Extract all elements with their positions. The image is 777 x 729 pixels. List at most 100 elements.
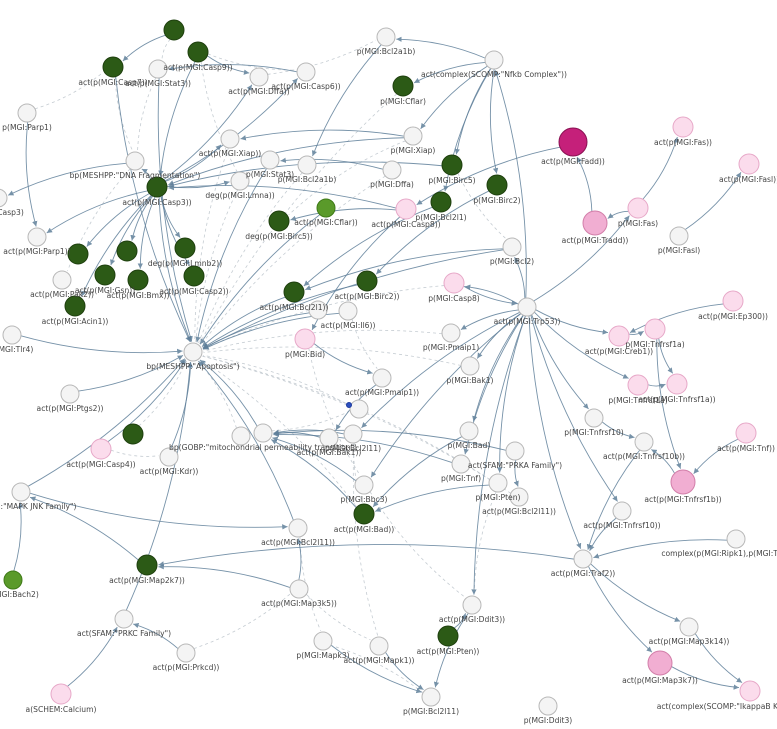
graph-node-il6[interactable] [338,301,358,321]
graph-node-nfkb[interactable] [484,50,504,70]
solid-edge-59[interactable] [587,566,653,653]
solid-edge-90[interactable] [25,121,38,227]
solid-edge-24[interactable] [416,146,561,206]
solid-edge-42[interactable] [496,315,526,473]
solid-edge-45[interactable] [471,315,526,595]
solid-edge-106[interactable] [122,34,166,62]
graph-node-traf2[interactable] [573,549,593,569]
dashed-edge-19[interactable] [200,358,358,508]
solid-edge-26[interactable] [642,136,679,200]
solid-edge-4[interactable] [110,195,153,266]
graph-node-bcl2l1b[interactable] [283,281,305,303]
solid-edge-7[interactable] [160,195,181,238]
solid-edge-5[interactable] [130,195,154,241]
solid-edge-111[interactable] [494,70,527,299]
dashed-edge-16[interactable] [138,360,188,427]
graph-node-ddit3a[interactable] [462,595,482,615]
graph-node-mapk1[interactable] [369,636,389,656]
graph-node-top-green[interactable] [163,19,185,41]
graph-node-apoptosis[interactable] [183,342,203,362]
solid-edge-16[interactable] [240,129,405,141]
dashed-edge-8[interactable] [198,172,303,344]
graph-node-tnfrsf10-b[interactable] [612,501,632,521]
solid-edge-22[interactable] [396,36,486,59]
solid-edge-28[interactable] [607,210,629,219]
graph-node-casp3b[interactable] [0,188,8,208]
solid-edge-114[interactable] [29,492,288,530]
graph-node-tlr4[interactable] [2,325,22,345]
solid-edge-60[interactable] [694,633,743,684]
solid-edge-2[interactable] [158,196,192,342]
solid-edge-103[interactable] [199,214,321,345]
solid-edge-88[interactable] [20,335,183,355]
graph-node-pten-b[interactable] [437,625,459,647]
solid-edge-105[interactable] [206,55,250,75]
graph-node-dffa[interactable] [249,67,269,87]
solid-edge-113[interactable] [296,538,303,581]
solid-edge-66[interactable] [125,362,193,611]
solid-edge-110[interactable] [513,459,519,487]
solid-edge-49[interactable] [658,338,674,374]
dashed-edge-32[interactable] [457,172,507,239]
solid-edge-72[interactable] [199,359,258,427]
solid-edge-73[interactable] [273,429,345,435]
graph-node-dna[interactable] [125,151,145,171]
solid-edge-63[interactable] [29,496,139,561]
solid-edge-10[interactable] [46,190,148,234]
graph-node-ripk1[interactable] [726,529,746,549]
solid-edge-62[interactable] [158,543,575,567]
graph-node-fas-a[interactable] [672,116,694,138]
graph-node-fas-b[interactable] [627,197,649,219]
solid-edge-69[interactable] [313,343,373,375]
graph-node-bak1a[interactable] [460,356,480,376]
graph-node-prkca[interactable] [505,441,525,461]
dashed-edge-0[interactable] [161,38,171,60]
graph-node-g1[interactable] [67,243,89,265]
graph-node-bak1b[interactable] [319,428,339,448]
solid-edge-85[interactable] [170,362,194,449]
dashed-edge-9[interactable] [200,175,386,346]
dashed-edge-2[interactable] [267,39,377,75]
solid-edge-3[interactable] [86,193,150,247]
solid-edge-8[interactable] [160,196,190,266]
solid-edge-54[interactable] [651,449,676,474]
solid-edge-18[interactable] [420,65,488,130]
dashed-edge-12[interactable] [203,329,443,352]
graph-node-tnfrsf10a[interactable] [584,408,604,428]
solid-edge-83[interactable] [433,612,469,688]
graph-node-tradd[interactable] [582,210,608,236]
solid-edge-86[interactable] [107,359,187,443]
graph-node-bbc3[interactable] [354,475,374,495]
solid-edge-82[interactable] [330,644,422,694]
solid-edge-91[interactable] [7,162,127,196]
solid-edge-11[interactable] [141,168,151,180]
solid-edge-17[interactable] [413,62,486,84]
graph-node-trp53[interactable] [517,297,537,317]
graph-node-bcl2l1a[interactable] [430,191,452,213]
graph-node-dffab[interactable] [382,160,402,180]
solid-edge-29[interactable] [168,184,397,209]
solid-edge-74[interactable] [272,436,357,482]
graph-node-stat3b[interactable] [260,150,280,170]
solid-edge-61[interactable] [671,666,740,690]
solid-edge-19[interactable] [454,68,492,155]
graph-node-bcl2l11-b[interactable] [509,487,529,507]
dashed-edge-5[interactable] [200,61,238,172]
graph-node-pak2[interactable] [52,270,72,290]
graph-node-bach2[interactable] [3,570,23,590]
solid-edge-1[interactable] [115,76,191,343]
graph-node-tnf[interactable] [735,422,757,444]
solid-edge-97[interactable] [202,284,358,349]
dashed-edge-14[interactable] [202,355,351,407]
graph-node-bcl2a1b[interactable] [376,27,396,47]
graph-node-bad-b[interactable] [353,503,375,525]
solid-edge-55[interactable] [586,449,641,550]
graph-node-tnfrsf1a-c[interactable] [627,374,649,396]
solid-edge-109[interactable] [528,315,582,549]
solid-edge-104[interactable] [168,137,405,186]
graph-node-g6[interactable] [183,265,205,287]
solid-edge-107[interactable] [535,309,609,335]
graph-node-bcl2[interactable] [502,237,522,257]
